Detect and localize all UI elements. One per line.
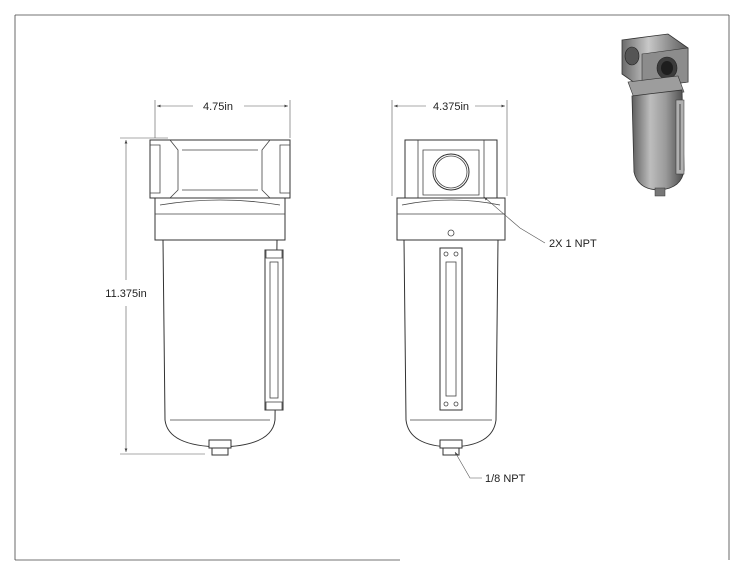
isometric-render — [621, 33, 689, 197]
height-dimension — [120, 137, 205, 455]
front-width-label: 4.75in — [203, 101, 233, 113]
side-width-label: 4.375in — [433, 101, 469, 113]
port-callout-label: 2X 1 NPT — [549, 238, 597, 250]
drain-callout-leader — [454, 451, 482, 479]
side-view — [396, 139, 506, 456]
front-view — [149, 139, 291, 456]
front-width-dimension — [154, 100, 291, 138]
sheet-border — [14, 14, 730, 561]
height-label: 11.375in — [105, 288, 146, 300]
side-width-dimension — [391, 100, 508, 196]
drain-callout-label: 1/8 NPT — [485, 473, 526, 485]
port-callout-leader — [483, 196, 546, 244]
